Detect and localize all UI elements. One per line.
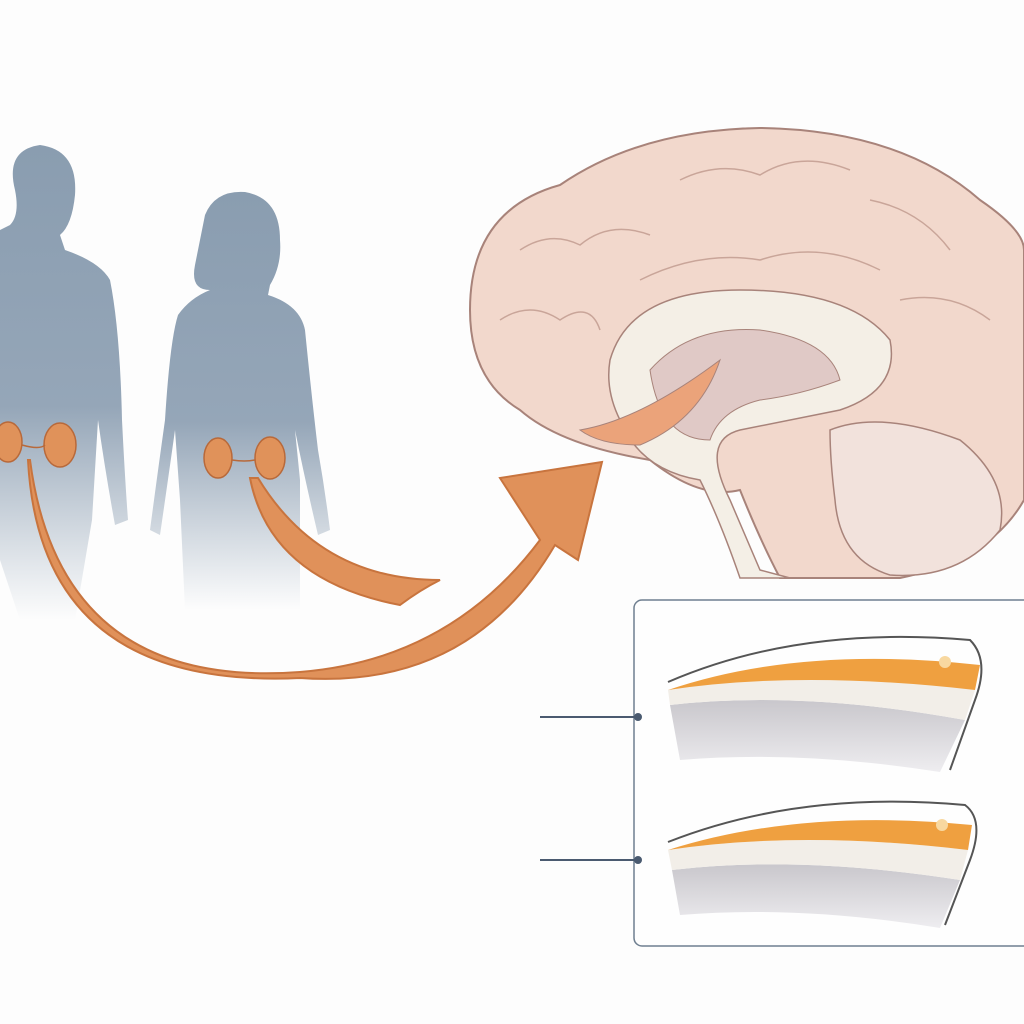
tissue-cross-section-bottom bbox=[667, 800, 978, 928]
curved-arrow bbox=[26, 459, 604, 680]
brain-sagittal bbox=[468, 126, 1024, 579]
tissue-inset bbox=[540, 599, 1024, 947]
tissue-cross-section-top bbox=[667, 635, 983, 772]
pointer-line-top bbox=[540, 713, 642, 721]
female-silhouette bbox=[150, 191, 330, 610]
pointer-line-bottom bbox=[540, 856, 642, 864]
kidney-icon bbox=[0, 421, 286, 480]
male-silhouette bbox=[0, 145, 128, 620]
